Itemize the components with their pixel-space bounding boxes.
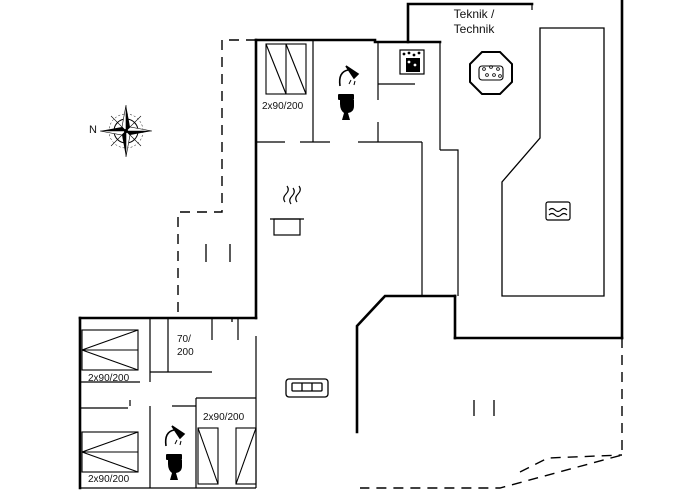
technik-label-line1: Teknik / xyxy=(453,7,495,21)
kitchen-pot-icon xyxy=(270,185,304,236)
sofa-icon xyxy=(285,378,329,398)
shower-icon xyxy=(164,425,186,447)
bed-icon xyxy=(81,431,139,473)
bed-size-label-small-line2: 200 xyxy=(177,347,194,358)
pool-basin xyxy=(501,27,605,297)
bed-size-label-small-line1: 70/ xyxy=(177,334,191,345)
bed-size-label-bottom-middle: 2x90/200 xyxy=(203,412,245,423)
whirlpool-icon xyxy=(469,51,513,95)
bed-size-label-top: 2x90/200 xyxy=(262,101,304,112)
interior-walls xyxy=(80,4,533,489)
sauna-icon xyxy=(399,49,425,75)
bed-size-label-left-upper: 2x90/200 xyxy=(88,373,130,384)
toilet-icon xyxy=(166,454,182,480)
step-marks xyxy=(205,244,495,416)
technik-label: Teknik / Technik xyxy=(440,7,508,37)
technik-label-line2: Technik xyxy=(453,22,495,36)
compass-icon xyxy=(99,104,153,158)
bed-size-label-left-lower: 2x90/200 xyxy=(88,474,130,485)
bed-icon xyxy=(81,329,139,371)
toilet-icon xyxy=(338,94,354,120)
terrace-outlines xyxy=(177,39,623,489)
bed-icon xyxy=(197,427,257,485)
pool-icon xyxy=(545,201,571,221)
bed-size-label-small: 70/ 200 xyxy=(177,334,194,359)
bed-icon xyxy=(265,43,307,95)
compass-north-label: N xyxy=(89,124,97,136)
shower-icon xyxy=(338,65,360,87)
